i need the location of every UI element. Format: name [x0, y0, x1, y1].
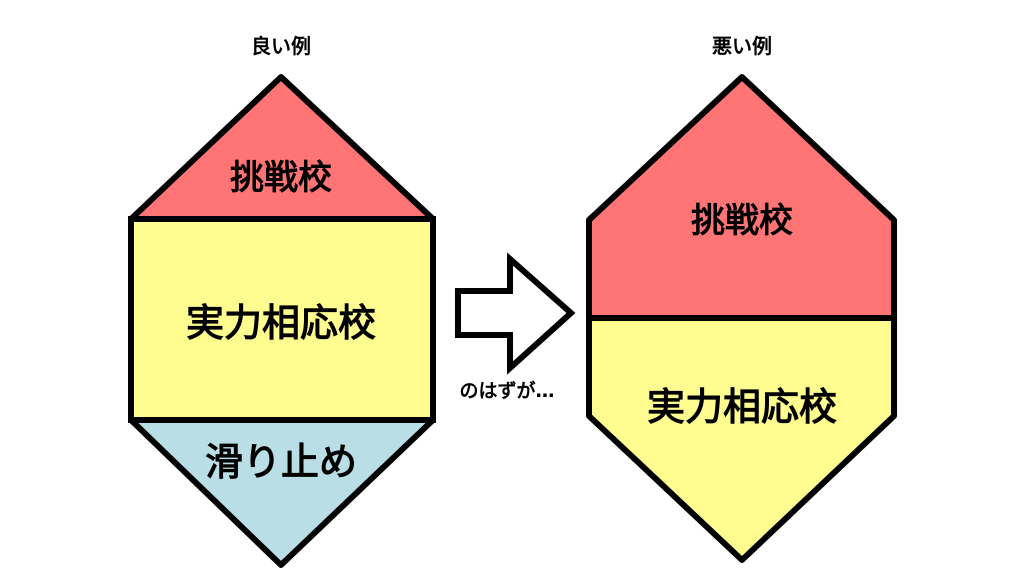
arrow-right-icon	[455, 252, 576, 375]
match-section	[128, 216, 436, 423]
bad-example-title: 悪い例	[712, 34, 772, 58]
challenge-label: 挑戦校	[691, 201, 793, 241]
transition-arrow: のはずが…	[455, 252, 576, 402]
challenge-section	[586, 74, 897, 321]
bad-example: 悪い例 挑戦校 実力相応校	[586, 34, 897, 563]
challenge-label: 挑戦校	[230, 158, 332, 198]
safety-label: 滑り止め	[205, 440, 357, 484]
good-example: 良い例 挑戦校 実力相応校 滑り止め	[128, 34, 436, 568]
match-section	[586, 315, 897, 563]
safety-section	[128, 417, 436, 568]
match-label: 実力相応校	[186, 301, 376, 345]
match-label: 実力相応校	[647, 385, 837, 429]
arrow-caption: のはずが…	[459, 379, 554, 402]
good-example-title: 良い例	[251, 34, 311, 58]
